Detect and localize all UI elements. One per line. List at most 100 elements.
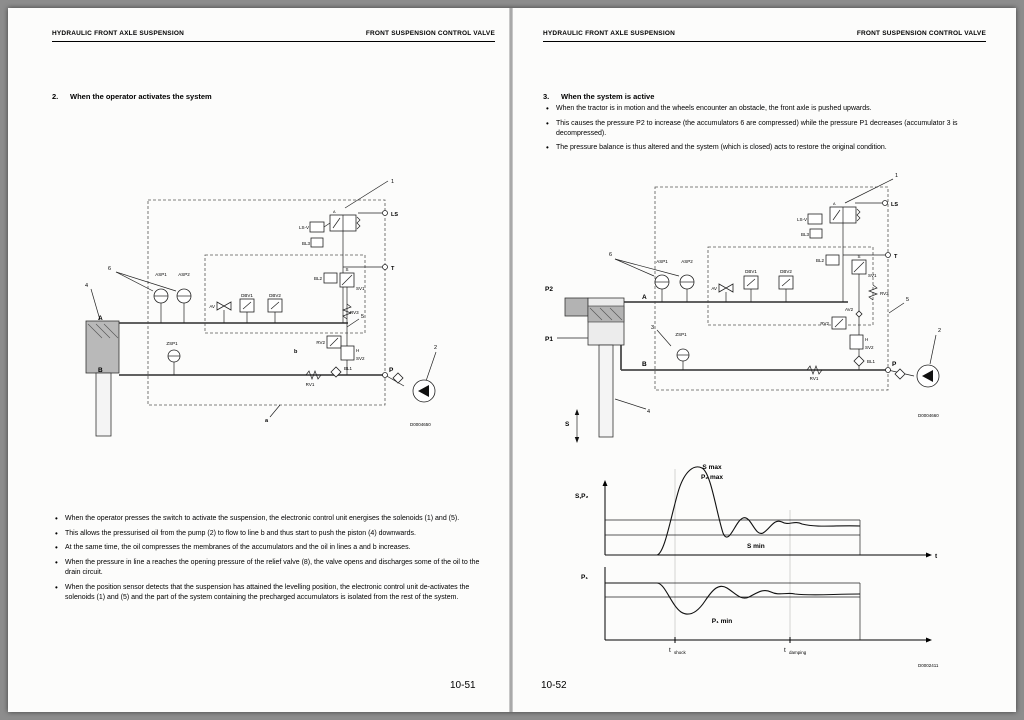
- label-t: T: [391, 266, 395, 272]
- label-2: 2: [938, 328, 941, 334]
- label-a-mini: A: [333, 210, 336, 214]
- label-sv1: SV1: [868, 273, 877, 278]
- label-port-b: B: [642, 361, 647, 368]
- label-bl2: BL2: [816, 258, 825, 263]
- valve-cluster: [216, 221, 355, 380]
- label-dbv2: DBV2: [269, 293, 281, 298]
- label-4: 4: [647, 409, 650, 415]
- axes-bottom: [604, 567, 932, 643]
- graph-tdamping-base: t: [784, 647, 786, 654]
- bullet-item: When the pressure in line a reaches the …: [52, 557, 490, 578]
- section-title: When the system is active: [561, 92, 655, 101]
- bullet-list: When the tractor is in motion and the wh…: [543, 103, 977, 158]
- label-port-a: A: [642, 294, 647, 301]
- label-line-b: b: [294, 349, 298, 355]
- figure-code: D0004660: [918, 413, 939, 418]
- figure-code: D0002411: [918, 663, 939, 668]
- page-gutter: [509, 8, 513, 712]
- pressure-stroke-graph: S,P₂ S max P₂ max S min t P₁ P₁ min t sh…: [575, 464, 939, 668]
- graph-t-label: t: [935, 553, 938, 560]
- label-av: AV: [711, 286, 717, 291]
- label-lsv: LS-V: [797, 217, 807, 222]
- section-heading: 3. When the system is active: [543, 92, 654, 101]
- ls-port: [382, 210, 388, 216]
- t-port: [382, 264, 388, 270]
- label-bl2: BL2: [314, 276, 323, 281]
- label-zsp1: ZSP1: [166, 341, 178, 346]
- accumulator-icons: [153, 288, 192, 363]
- page-header: HYDRAULIC FRONT AXLE SUSPENSION FRONT SU…: [52, 30, 495, 37]
- valve-block-boundary: [147, 199, 386, 406]
- bullet-item: When the operator presses the switch to …: [52, 513, 490, 525]
- suspension-cylinder: [564, 297, 625, 438]
- label-rv2: RV2: [820, 321, 829, 326]
- label-rv1: RV1: [306, 382, 315, 387]
- label-lsv: LS-V: [299, 225, 309, 230]
- graph-tshock-sub: shock: [674, 650, 687, 655]
- solenoid-valve-icon: [329, 214, 361, 232]
- label-port-p: P: [892, 361, 897, 368]
- label-asp2: ASP2: [178, 272, 190, 277]
- solenoid-valve-icon: [829, 206, 861, 224]
- label-dbv1: DBV1: [745, 269, 757, 274]
- header-rule: [52, 41, 495, 42]
- section-title: When the operator activates the system: [70, 92, 212, 101]
- header-left: HYDRAULIC FRONT AXLE SUSPENSION: [52, 30, 184, 37]
- valve-cluster: [718, 213, 878, 375]
- label-port-b: B: [98, 367, 103, 374]
- label-zsp1: ZSP1: [675, 332, 687, 337]
- accumulator-icons: [654, 274, 695, 362]
- label-1: 1: [391, 179, 394, 185]
- label-asp1: ASP1: [155, 272, 167, 277]
- label-h: H: [356, 348, 359, 353]
- label-a-mini: A: [833, 202, 836, 206]
- label-dbv1: DBV1: [241, 293, 253, 298]
- main-pipes: [620, 301, 888, 371]
- label-4: 4: [85, 283, 88, 289]
- stroke-arrow: [574, 409, 580, 443]
- label-asp2: ASP2: [681, 259, 693, 264]
- ls-port: [882, 200, 888, 206]
- label-ls: LS: [891, 202, 898, 208]
- label-bl3: BL3: [801, 232, 810, 237]
- label-sv1: SV1: [356, 286, 365, 291]
- label-stroke-s: S: [565, 421, 570, 428]
- page-number: 10-51: [450, 680, 476, 691]
- label-rv3: RV3: [350, 310, 359, 315]
- main-pipes: [119, 322, 385, 376]
- page-right: HYDRAULIC FRONT AXLE SUSPENSION FRONT SU…: [513, 8, 1016, 712]
- graph-ylabel-top: S,P₂: [575, 493, 588, 500]
- label-6: 6: [108, 266, 111, 272]
- graph-smax-label: S max: [702, 464, 722, 471]
- s-p2-curve: [605, 466, 861, 556]
- page-left: HYDRAULIC FRONT AXLE SUSPENSION FRONT SU…: [8, 8, 511, 712]
- label-av2: AV2: [845, 307, 854, 312]
- graph-p1min-label: P₁ min: [712, 618, 732, 625]
- header-right: FRONT SUSPENSION CONTROL VALVE: [856, 30, 986, 37]
- bullet-item: This allows the pressurised oil from the…: [52, 528, 490, 540]
- label-5: 5: [361, 314, 364, 320]
- label-port-a: A: [98, 315, 103, 322]
- label-2: 2: [434, 345, 437, 351]
- section-heading: 2. When the operator activates the syste…: [52, 92, 212, 101]
- bullet-item: When the position sensor detects that th…: [52, 582, 490, 603]
- graph-smin-label: S min: [747, 543, 765, 550]
- p1-curve: [605, 582, 861, 615]
- header-right: FRONT SUSPENSION CONTROL VALVE: [365, 30, 495, 37]
- label-av: AV: [209, 304, 215, 309]
- label-asp1: ASP1: [656, 259, 668, 264]
- label-bl3: BL3: [302, 241, 311, 246]
- label-s-valve: S: [857, 254, 860, 259]
- axes-top: [602, 480, 932, 558]
- label-h: H: [865, 337, 868, 342]
- hydraulic-schematic-operator-activates: 1 LS T A B P 4 6 2 5 ASP1 ASP2 ZSP1 AV D…: [85, 179, 437, 437]
- connector-lines: [557, 178, 937, 410]
- label-s-valve: S: [345, 267, 348, 272]
- valve-block-boundary: [654, 186, 889, 391]
- label-port-p: P: [389, 367, 394, 374]
- manual-spread: HYDRAULIC FRONT AXLE SUSPENSION FRONT SU…: [8, 8, 1016, 712]
- label-line-a: a: [265, 418, 269, 424]
- p-port: [885, 367, 891, 373]
- label-3: 3: [651, 325, 654, 331]
- label-ls: LS: [391, 212, 398, 218]
